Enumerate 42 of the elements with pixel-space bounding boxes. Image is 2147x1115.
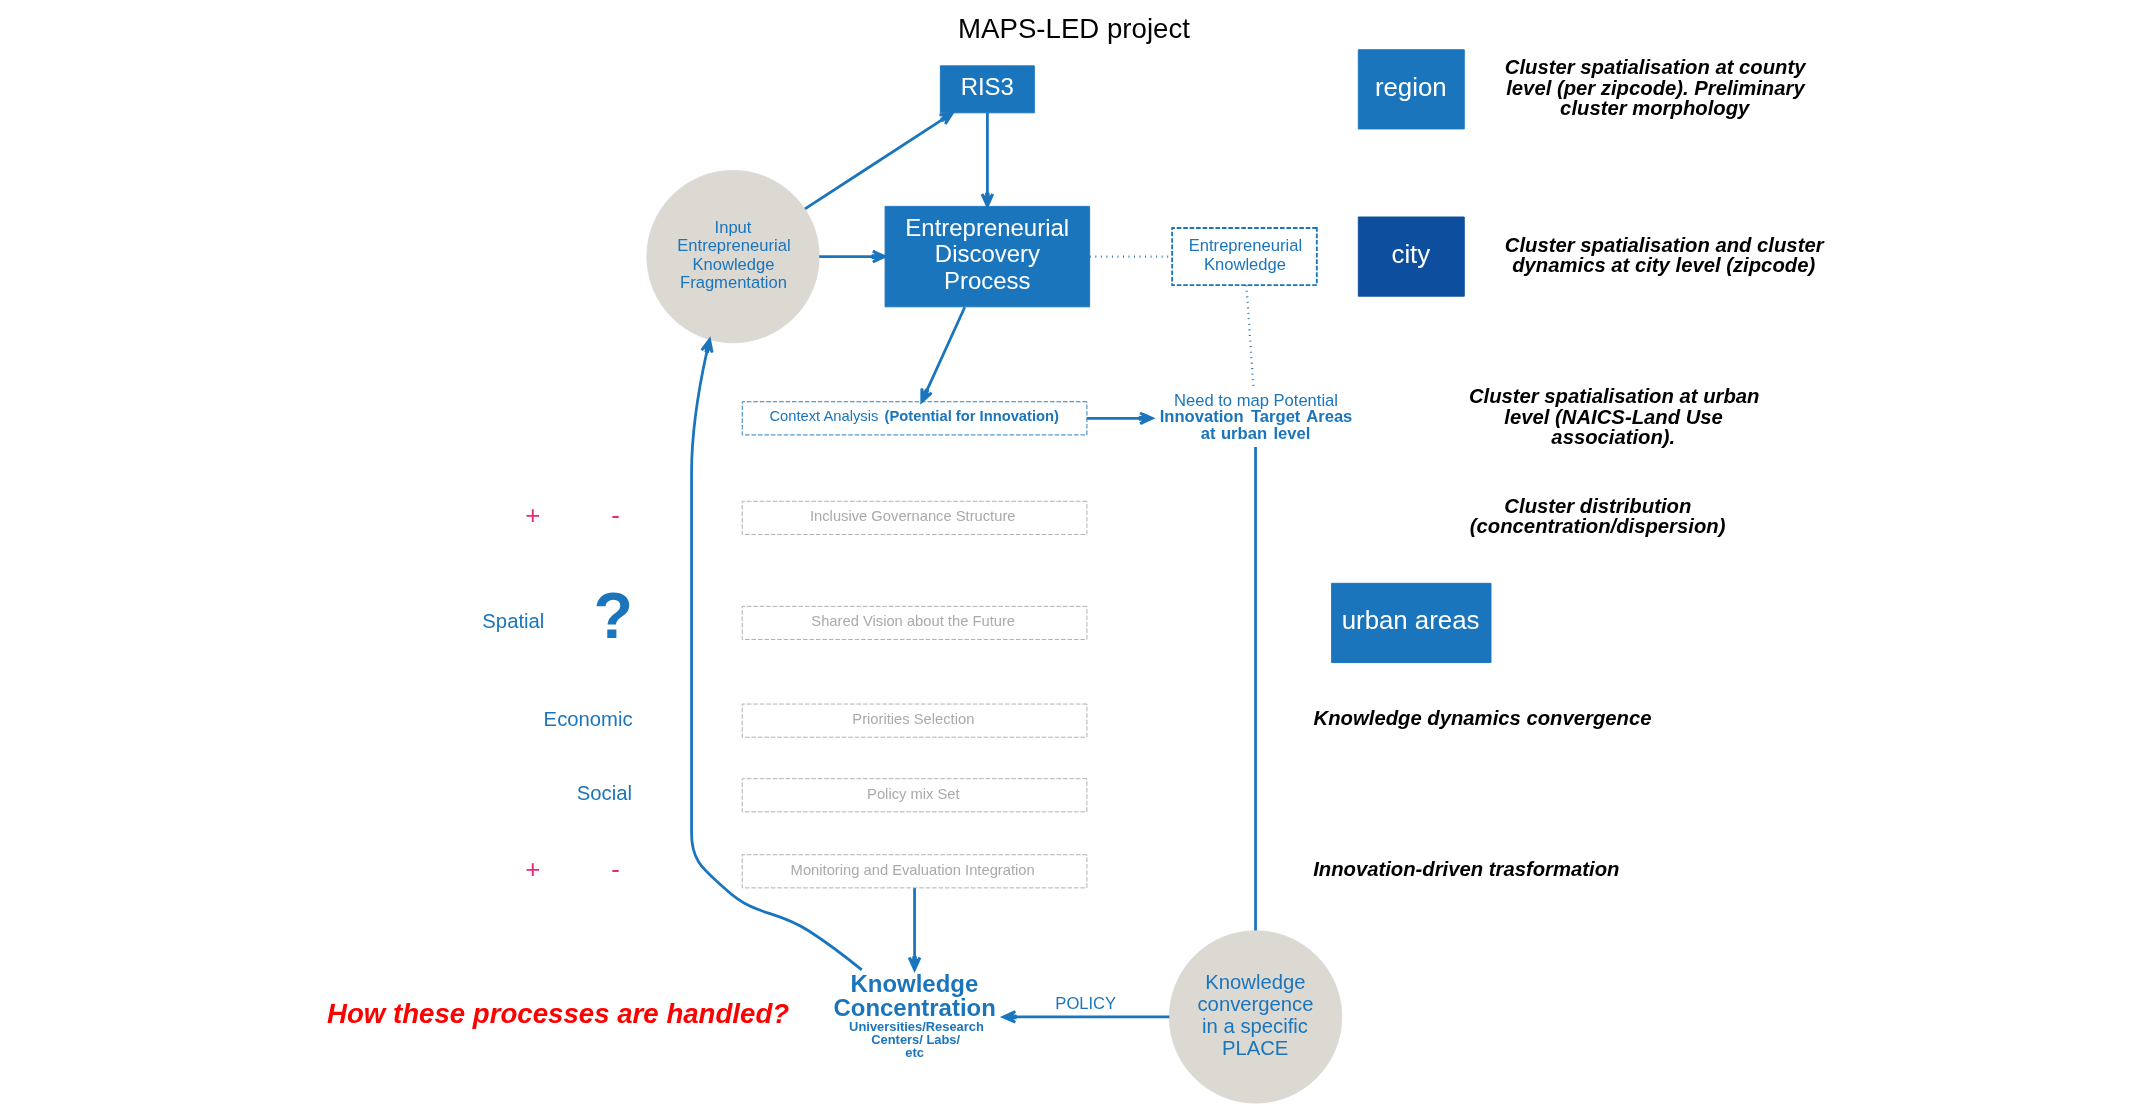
node-box: Inclusive Governance Structure xyxy=(741,500,1087,535)
label: Innovation-driven trasformation xyxy=(1312,857,1619,880)
node-box: Shared Vision about the Future xyxy=(741,605,1087,640)
node-box: Entrepreneurial Knowledge xyxy=(1170,227,1318,287)
connector xyxy=(1253,447,1257,931)
label: + xyxy=(524,854,540,883)
label: ? xyxy=(592,580,633,653)
label: Cluster distribution (concentration/dispersion) xyxy=(1469,494,1725,538)
label: Spatial xyxy=(481,610,544,633)
node-text: Need to map Potential Innovation Target Areas at urban level xyxy=(1159,390,1352,443)
diagram-title: MAPS-LED project xyxy=(957,12,1190,44)
node-box: Context Analysis (Potential for Innovation) xyxy=(741,401,1087,436)
arrow xyxy=(689,338,863,971)
label: Cluster spatialisation and cluster dynamics at city level (zipcode) xyxy=(1504,233,1824,276)
node-box: city xyxy=(1357,216,1465,297)
arrow xyxy=(1086,411,1154,426)
label: How these processes are handled? xyxy=(326,997,789,1029)
label: Cluster spatialisation at county level (per zipcode). Preliminary cluster morphology xyxy=(1504,56,1806,119)
arrow xyxy=(818,249,886,264)
node-box: Policy mix Set xyxy=(741,778,1087,813)
node-circle: Knowledge convergence in a specific PLACE xyxy=(1168,930,1342,1104)
node-box: Entrepreneurial Discovery Process xyxy=(884,205,1090,308)
node-text: Knowledge Concentration Universities/Research Centers/ Labs/ etc xyxy=(832,969,996,1060)
node-box: Priorities Selection xyxy=(741,703,1087,738)
arrow xyxy=(1001,1010,1169,1024)
label: - xyxy=(610,854,620,883)
label: + xyxy=(524,501,540,530)
node-box: Monitoring and Evaluation Integration xyxy=(741,854,1087,889)
arrow xyxy=(907,888,921,971)
node-box: urban areas xyxy=(1330,582,1491,663)
label: Knowledge dynamics convergence xyxy=(1313,706,1651,729)
label: Social xyxy=(576,782,632,805)
node-box: RIS3 xyxy=(939,65,1035,114)
arrow xyxy=(980,112,994,208)
label: Economic xyxy=(543,707,633,730)
label: - xyxy=(610,501,620,530)
arrow xyxy=(803,111,954,211)
edge-label: POLICY xyxy=(1054,993,1116,1013)
node-box: region xyxy=(1357,49,1465,130)
label: Cluster spatialisation at urban level (NAICS-Land Use association). xyxy=(1468,385,1759,448)
node-circle: Input Entrepreneurial Knowledge Fragmentation xyxy=(645,170,820,344)
arrow xyxy=(919,306,966,404)
